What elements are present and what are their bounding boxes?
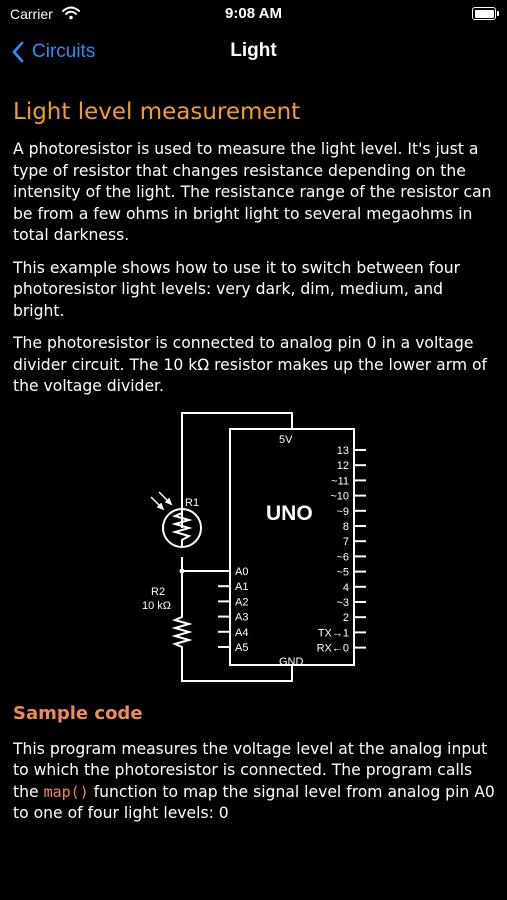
digital-pin-label-13: RX←0 <box>317 642 349 654</box>
bottom-safe-area <box>0 852 507 900</box>
ground-pin-label: GND <box>279 656 304 668</box>
article-content: Light level measurement A photoresistor … <box>13 74 497 852</box>
digital-pin-label-5: 8 <box>343 521 349 533</box>
wifi-icon <box>62 5 80 24</box>
digital-pin-label-3: ~10 <box>330 490 349 502</box>
analog-pin-label-a2: A2 <box>235 596 248 608</box>
clock: 9:08 AM <box>225 5 282 22</box>
paragraph-intro: A photoresistor is used to measure the l… <box>13 140 492 244</box>
digital-pin-label-8: ~5 <box>336 566 349 578</box>
digital-pin-label-9: 4 <box>343 581 349 593</box>
digital-pin-label-12: TX→1 <box>318 627 349 639</box>
digital-pin-label-7: ~6 <box>336 551 349 563</box>
navigation-bar: Circuits Light <box>0 30 507 74</box>
analog-pin-label-a1: A1 <box>235 581 248 593</box>
code-para-after: function to map the signal level from an… <box>13 782 495 823</box>
board-label: UNO <box>266 502 313 525</box>
analog-pin-label-a0: A0 <box>235 566 248 578</box>
analog-pin-label-a3: A3 <box>235 611 248 623</box>
paragraph-levels: This example shows how to use it to swit… <box>13 258 461 320</box>
r2-label: R2 <box>151 586 165 598</box>
paragraph-circuit: The photoresistor is connected to analog… <box>13 334 488 395</box>
r1-label: R1 <box>185 497 199 509</box>
map-function-code: map() <box>43 782 89 801</box>
paragraph-sample-code: This program measures the voltage level … <box>13 739 497 825</box>
junction-dot <box>179 568 185 573</box>
r1-zigzag <box>171 508 193 547</box>
digital-pin-label-1: 12 <box>337 460 349 472</box>
digital-pin-label-2: ~11 <box>331 475 349 487</box>
sample-code-heading: Sample code <box>13 702 143 724</box>
carrier-label: Carrier <box>10 6 53 22</box>
power-pin-label: 5V <box>279 434 293 446</box>
digital-pin-label-6: 7 <box>343 536 349 548</box>
digital-pin-label-0: 13 <box>337 445 349 457</box>
r2-value: 10 kΩ <box>142 600 171 612</box>
back-button[interactable]: Circuits <box>12 38 95 66</box>
article-heading: Light level measurement <box>13 99 301 125</box>
analog-pin-label-a4: A4 <box>235 626 248 638</box>
digital-pin-label-4: ~9 <box>336 505 349 517</box>
page-title: Light <box>230 40 277 61</box>
chevron-left-icon <box>12 41 24 63</box>
digital-pin-label-10: ~3 <box>336 597 349 609</box>
digital-pins: 13 12 ~11 ~10 ~9 8 7 ~6 ~5 4 ~3 2TX→1RX←0 <box>317 445 366 654</box>
battery-icon <box>472 7 499 20</box>
analog-pin-label-a5: A5 <box>235 642 248 654</box>
code-para-before: This program measures the voltage level … <box>13 739 488 801</box>
digital-pin-label-11: 2 <box>343 612 349 624</box>
status-bar: Carrier 9:08 AM <box>0 0 507 30</box>
back-label: Circuits <box>32 41 96 62</box>
light-arrows-icon <box>150 490 173 510</box>
resistor-r2 <box>171 611 193 650</box>
